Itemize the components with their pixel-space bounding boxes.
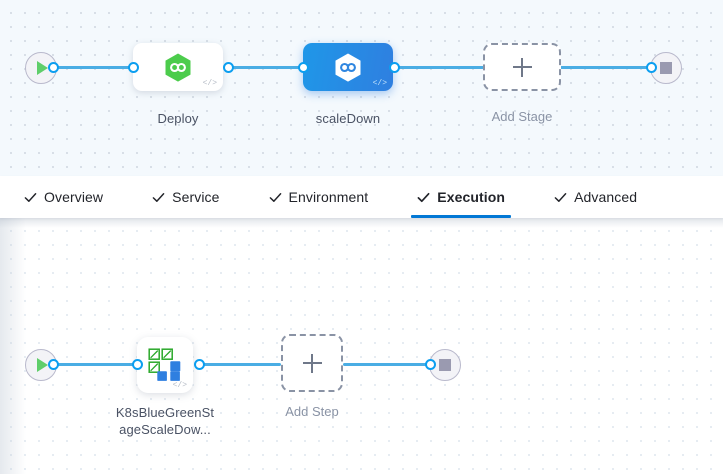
check-icon bbox=[417, 192, 430, 202]
code-icon: </> bbox=[372, 79, 387, 88]
plus-icon bbox=[512, 57, 532, 77]
code-icon: </> bbox=[202, 79, 217, 88]
stage-deploy-out-dot bbox=[223, 62, 234, 73]
check-icon bbox=[152, 192, 165, 202]
check-icon bbox=[269, 192, 281, 202]
execution-step-canvas[interactable]: </> K8sBlueGreenSt ageScaleDow... Add St… bbox=[0, 218, 723, 474]
stage-scaledown-out-dot bbox=[389, 62, 400, 73]
step-link-start-k8s bbox=[50, 363, 143, 366]
stage-config-tabs: Overview Service Environment Execution A bbox=[0, 176, 723, 218]
stage-canvas[interactable]: </> Deploy </> scaleDown Add Stage bbox=[0, 0, 723, 176]
harness-cd-hexagon-icon bbox=[165, 53, 191, 82]
step-k8s-in-dot bbox=[132, 359, 143, 370]
step-link-addstep-end bbox=[343, 363, 431, 366]
tab-advanced-label: Advanced bbox=[574, 189, 638, 205]
tab-execution-label: Execution bbox=[437, 189, 506, 205]
tab-overview-label: Overview bbox=[44, 189, 104, 205]
stage-label-scaledown: scaleDown bbox=[315, 111, 381, 126]
tab-service[interactable]: Service bbox=[150, 176, 221, 218]
step-link-k8s-addstep bbox=[199, 363, 281, 366]
add-step-button[interactable] bbox=[281, 334, 343, 392]
tab-environment[interactable]: Environment bbox=[267, 176, 371, 218]
add-stage-label: Add Stage bbox=[491, 109, 553, 124]
k8s-bluegreen-scale-icon bbox=[148, 348, 181, 381]
stage-node-scaledown[interactable]: </> bbox=[303, 43, 393, 91]
step-end-connector-dot bbox=[425, 359, 436, 370]
canvas-top-shadow bbox=[0, 218, 723, 228]
stage-end-connector-dot bbox=[646, 62, 657, 73]
step-label-k8s-bluegreen-scaledown: K8sBlueGreenSt ageScaleDow... bbox=[100, 404, 230, 438]
stage-link-addstage-end bbox=[560, 66, 652, 69]
step-start-connector-dot bbox=[48, 359, 59, 370]
stage-link-scaledown-addstage bbox=[394, 66, 484, 69]
play-icon bbox=[37, 61, 48, 75]
play-icon bbox=[37, 358, 48, 372]
stage-start-connector-dot bbox=[48, 62, 59, 73]
tab-advanced[interactable]: Advanced bbox=[552, 176, 639, 218]
stage-link-start-deploy bbox=[50, 66, 140, 69]
stage-node-deploy[interactable]: </> bbox=[133, 43, 223, 91]
step-label-line-2: ageScaleDow... bbox=[119, 422, 211, 437]
harness-cd-hexagon-icon bbox=[335, 53, 361, 82]
step-k8s-out-dot bbox=[194, 359, 205, 370]
stage-link-deploy-scaledown bbox=[228, 66, 308, 69]
plus-icon bbox=[302, 353, 322, 373]
add-step-label: Add Step bbox=[285, 404, 339, 419]
stage-deploy-in-dot bbox=[128, 62, 139, 73]
stage-scaledown-in-dot bbox=[298, 62, 309, 73]
tab-overview[interactable]: Overview bbox=[22, 176, 105, 218]
stop-icon bbox=[439, 359, 451, 371]
code-icon: </> bbox=[172, 381, 187, 390]
tab-environment-label: Environment bbox=[288, 189, 369, 205]
step-label-line-1: K8sBlueGreenSt bbox=[115, 405, 215, 420]
check-icon bbox=[24, 192, 37, 202]
step-node-k8s-bluegreen-scaledown[interactable]: </> bbox=[137, 337, 193, 393]
tab-execution[interactable]: Execution bbox=[411, 176, 511, 218]
stop-icon bbox=[660, 62, 672, 74]
add-stage-button[interactable] bbox=[483, 43, 561, 91]
tab-service-label: Service bbox=[172, 189, 220, 205]
check-icon bbox=[554, 192, 567, 202]
stage-label-deploy: Deploy bbox=[157, 111, 199, 126]
